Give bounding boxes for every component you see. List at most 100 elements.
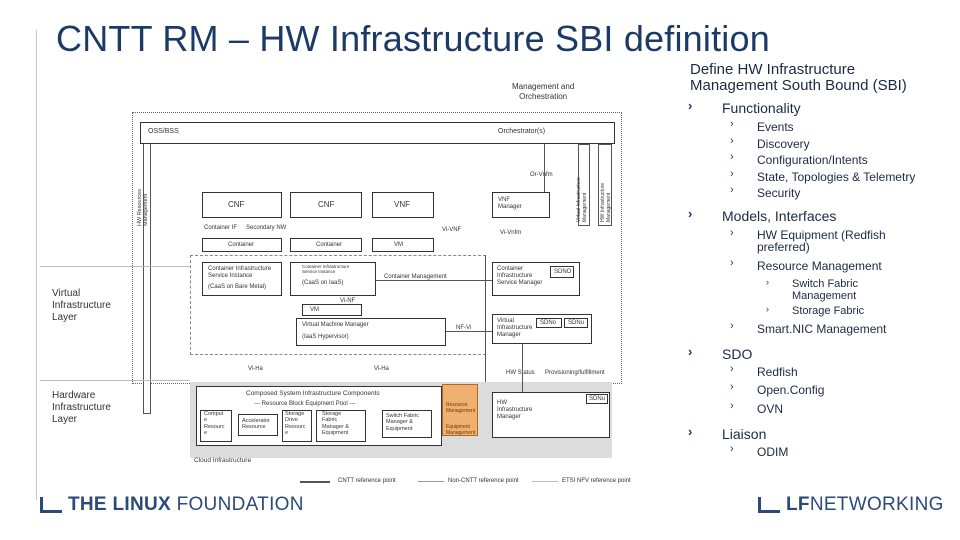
sdnc-box-2 <box>536 318 562 328</box>
resource-mgmt-label-2: Equipment Management <box>446 424 476 436</box>
lf-networking-logo-bold: LF <box>786 494 810 515</box>
hw-resources-mgmt-label: HW Resources Management <box>137 189 149 226</box>
secondary-nw-label: Secondary NW <box>246 225 287 231</box>
legend-non-cntt-line <box>418 481 444 482</box>
vi-ha-label-1: Vi-Ha <box>248 366 263 372</box>
switch-fabric-box <box>382 410 432 438</box>
nf-vi-label: NF-Vi <box>456 325 472 331</box>
virtual-layer-divider <box>40 266 190 267</box>
legend-cntt-line <box>300 481 330 483</box>
hw-equipment-label: HW Equipment (Redfish preferred) <box>757 228 886 254</box>
compute-resource-label: Comput e Resourc e <box>204 411 225 436</box>
linux-foundation-logo-light: FOUNDATION <box>170 494 304 515</box>
mgmt-orch-label: Management and Orchestration <box>512 82 575 101</box>
func-item-state: State, Topologies & Telemetry <box>757 170 916 184</box>
linux-foundation-logo-icon <box>40 497 62 513</box>
virtual-infra-mgmt-column <box>578 144 590 226</box>
container-mgmt-label: Container Management <box>384 274 447 280</box>
right-panel-heading: Define HW Infrastructure Management Sout… <box>690 61 907 94</box>
caas-iaas-label: (CaaS on IaaS) <box>302 280 344 286</box>
cnf-box-2 <box>290 192 362 218</box>
hardware-layer-divider <box>40 380 190 381</box>
func-item-events: Events <box>757 120 794 134</box>
container-label-2: Container <box>316 242 343 248</box>
storage-fabric-label: Storage Fabric <box>792 305 865 317</box>
accelerator-box <box>238 414 278 436</box>
hw-infra-manager-label: HW Infrastructure Manager <box>497 400 533 420</box>
sdnu-label-2: SDNu <box>589 396 606 402</box>
linux-foundation-logo: THE LINUX FOUNDATION <box>68 494 304 516</box>
vm-manager-box <box>296 318 446 346</box>
hw-infra-mgmt-label: HW Infrastructure Management <box>600 182 612 222</box>
vim-label: Virtual Infrastructure Manager <box>497 318 533 338</box>
container-infra-bare-metal-box <box>202 262 282 296</box>
legend-non-cntt-label: Non-CNTT reference point <box>448 478 519 484</box>
vnf-box <box>372 192 434 218</box>
sdnu-label: SDNu <box>568 320 585 326</box>
cnf-box-1 <box>202 192 282 218</box>
hw-resources-mgmt-column <box>143 144 151 414</box>
legend-etsi-line <box>532 481 558 482</box>
hw-status-connector <box>522 344 523 392</box>
container-infra-service-label: Container Infrastructure Service Instanc… <box>208 266 272 279</box>
vm-box-top <box>372 238 434 252</box>
chevron-icon: › <box>730 184 734 196</box>
vnf-manager-label: VNF Manager <box>498 197 522 210</box>
chevron-icon: › <box>730 118 734 130</box>
resource-mgmt-label: Resource Management <box>757 259 882 273</box>
vnf-label: VNF <box>394 200 410 209</box>
chevron-icon: › <box>730 257 734 269</box>
sdnc-box-1 <box>550 266 574 278</box>
func-item-security: Security <box>757 186 801 200</box>
cnf-label-1: CNF <box>228 200 245 209</box>
virtual-infra-mgmt-label: Virtual Infrastructure Management <box>576 177 588 222</box>
smartnic-label: Smart.NIC Management <box>757 322 887 336</box>
sdnc-label-1: SDNO <box>554 269 572 275</box>
container-if-label: Container IF <box>204 225 238 231</box>
resource-mgmt-label-1: Resource Management <box>446 402 476 414</box>
oss-bss-label: OSS/BSS <box>148 128 179 135</box>
linux-foundation-logo-bold: THE LINUX <box>68 494 171 515</box>
vi-vnf-label: Vi-VNF <box>442 227 462 233</box>
storage-fabric-label: Storage Fabric Manager & Equipment <box>322 411 349 436</box>
storage-drive-label: Storage Drive Resourc e <box>285 411 306 436</box>
sdo-item-ovn: OVN <box>757 402 784 416</box>
lf-networking-logo-light: NETWORKING <box>809 494 944 515</box>
sdnu-box <box>564 318 588 328</box>
legend-cntt-label: CNTT reference point <box>338 478 396 484</box>
cnf-label-2: CNF <box>318 200 335 209</box>
liaison-label: Liaison <box>722 426 767 442</box>
resource-block-label: --- Resource Block Equipment Pool --- <box>254 401 356 407</box>
func-item-discovery: Discovery <box>757 137 810 151</box>
functionality-label: Functionality <box>722 100 801 116</box>
lf-networking-logo: LFNETWORKING <box>786 494 944 516</box>
models-label: Models, Interfaces <box>722 208 837 224</box>
chevron-icon: › <box>730 227 734 239</box>
switch-fabric-label: Switch Fabric Manager & Equipment <box>386 413 420 432</box>
switch-fabric-mgmt-label: Switch Fabric Management <box>792 278 859 303</box>
vm-manager-label: Virtual Machine Manager <box>302 322 369 328</box>
chevron-icon: › <box>688 424 693 439</box>
func-item-configuration: Configuration/Intents <box>757 153 868 167</box>
hw-status-label: HW Status <box>506 370 535 376</box>
page-title: CNTT RM – HW Infrastructure SBI definiti… <box>56 18 770 59</box>
sdo-item-openconfig: Open.Config <box>757 383 825 397</box>
orchestrator-label: Orchestrator(s) <box>498 128 546 135</box>
chevron-icon: › <box>766 277 769 287</box>
chevron-icon: › <box>730 320 734 332</box>
vi-nf-label: Vi-NF <box>340 298 356 304</box>
container-infra-small-label: Container Infrastructure Service Instanc… <box>302 264 350 275</box>
accelerator-label: Accelerator Resource <box>242 418 270 431</box>
chevron-icon: › <box>730 381 734 393</box>
vi-vnfm-label: Vi-Vnfm <box>500 230 522 236</box>
chevron-icon: › <box>688 206 693 221</box>
sdo-item-redfish: Redfish <box>757 365 798 379</box>
caas-bare-metal-label: (CaaS on Bare Metal) <box>208 284 267 290</box>
chevron-icon: › <box>688 98 693 113</box>
chevron-icon: › <box>688 344 693 359</box>
compute-resource-box <box>200 410 232 442</box>
virtual-infra-layer-label: Virtual Infrastructure Layer <box>52 288 111 323</box>
iaas-hypervisor-label: (IaaS Hypervisor) <box>302 334 349 340</box>
container-infra-service-mgr-label: Container Infrastructure Service Manager <box>497 266 543 286</box>
chevron-icon: › <box>730 168 734 180</box>
